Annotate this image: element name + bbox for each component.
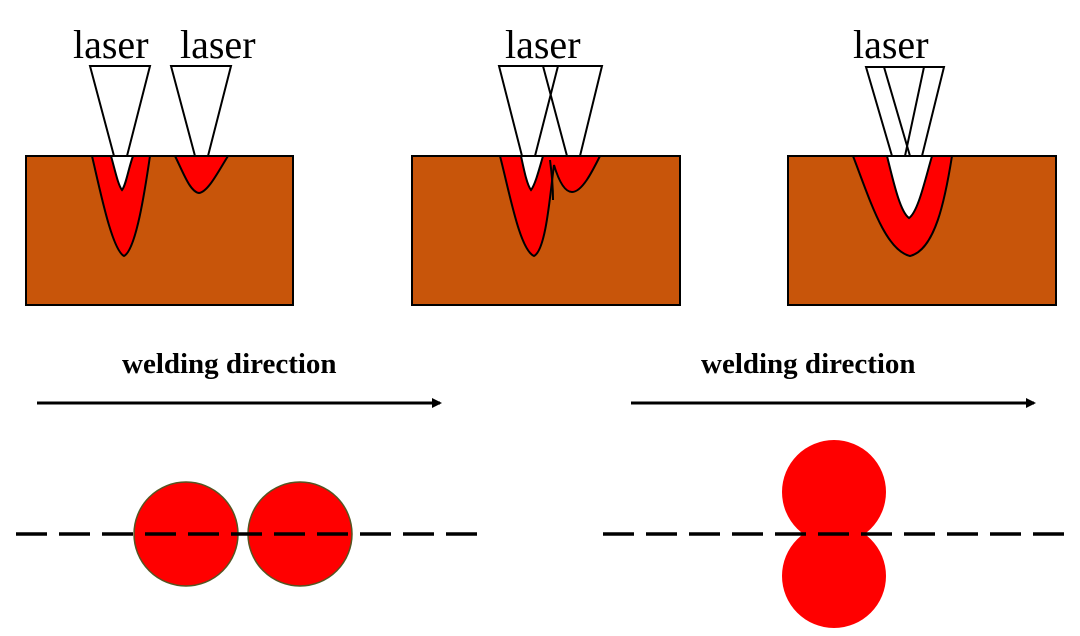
keyhole [519, 155, 545, 192]
keyhole [109, 155, 135, 192]
panel-merged-beams: laser [787, 22, 1057, 306]
laser-label-2: laser [505, 22, 581, 67]
laser-spot-2 [782, 524, 886, 628]
molten-pool-shallow [173, 155, 230, 195]
laser-beam-2 [541, 65, 604, 157]
laser-label-1a: laser [73, 22, 149, 67]
molten-pool-combined [498, 155, 602, 258]
panel-tandem-arrangement: welding direction [16, 348, 482, 587]
welding-direction-label: welding direction [701, 348, 916, 380]
laser-spot-1 [782, 440, 886, 544]
welding-direction-label: welding direction [122, 348, 337, 380]
keyhole [885, 155, 934, 220]
workpiece-block [25, 155, 294, 306]
laser-beam-1 [88, 65, 152, 157]
laser-beam-2 [882, 66, 946, 157]
laser-label-3: laser [853, 22, 929, 67]
panel-transverse-arrangement: welding direction [603, 348, 1066, 628]
panel-separated-beams: laser laser [25, 22, 294, 306]
laser-beam-2 [169, 65, 233, 157]
molten-pool-deep [90, 155, 152, 258]
laser-beam-1 [497, 65, 560, 157]
panel-overlapping-beams: laser [411, 22, 681, 306]
laser-label-1b: laser [180, 22, 256, 67]
laser-beam-1 [864, 66, 926, 157]
